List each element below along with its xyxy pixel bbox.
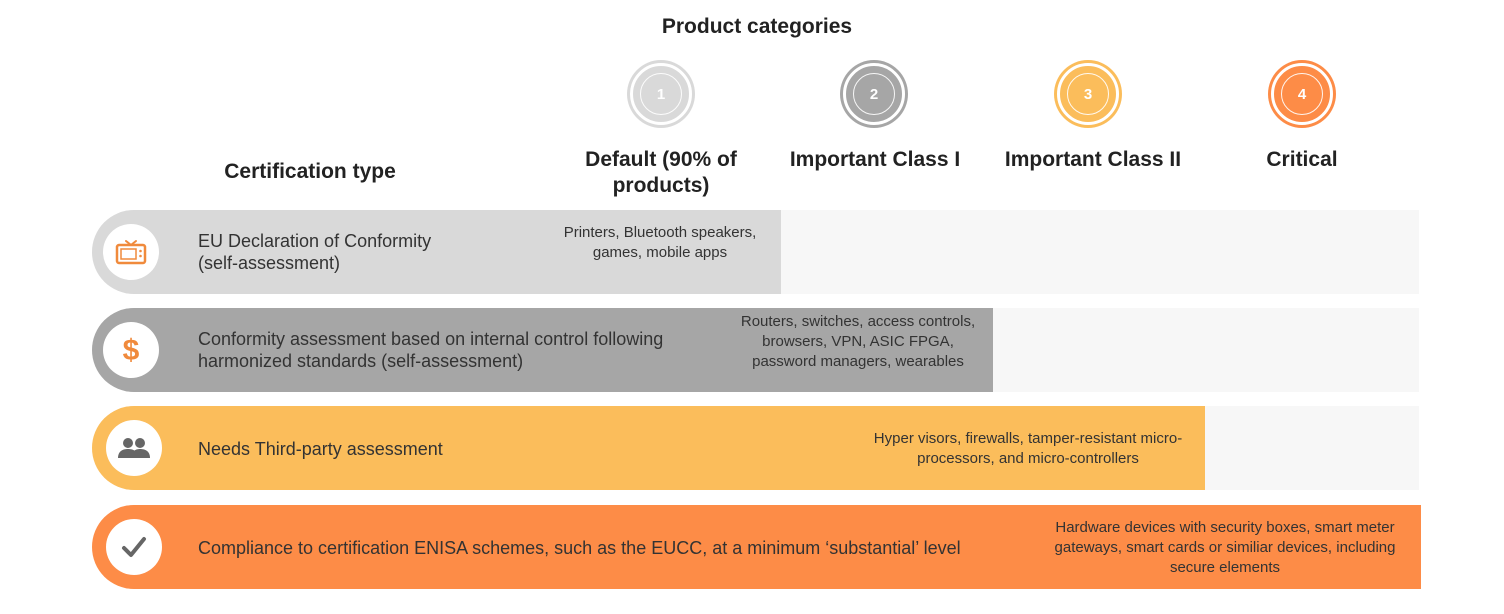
row-label-eu-declaration: EU Declaration of Conformity (self-asses…: [198, 231, 432, 273]
row-label-third-party: Needs Third-party assessment: [198, 439, 443, 459]
category-label-important-class-1: Important Class I: [789, 148, 961, 171]
row-label-enisa-schemes: Compliance to certification ENISA scheme…: [198, 538, 961, 558]
category-number: 2: [853, 73, 895, 115]
certification-type-header: Certification type: [224, 160, 396, 183]
row-bar-important-class-2: [92, 406, 1205, 490]
svg-text:$: $: [123, 334, 140, 367]
category-label-important-class-2: Important Class II: [1004, 148, 1182, 171]
category-badge-1: 1: [630, 63, 692, 125]
diagram-title: Product categories: [661, 15, 853, 38]
row-examples-important-class-2: Hyper visors, firewalls, tamper-resistan…: [873, 430, 1183, 467]
row-bar-important-class-1: [92, 308, 993, 392]
row-examples-critical: Hardware devices with security boxes, sm…: [1054, 519, 1396, 576]
category-badge-3: 3: [1057, 63, 1119, 125]
row-bar-default: [92, 210, 781, 294]
category-badge-4: 4: [1271, 63, 1333, 125]
category-number: 1: [640, 73, 682, 115]
category-badge-2: 2: [843, 63, 905, 125]
checkmark-icon: [122, 537, 146, 557]
row-bar-critical: [92, 505, 1421, 589]
people-icon: [118, 438, 150, 458]
row-icon-circle: $: [103, 322, 159, 378]
category-number: 4: [1281, 73, 1323, 115]
category-label-default: Default (90% of products): [585, 148, 737, 197]
row-examples-important-class-1: Routers, switches, access controls, brow…: [740, 313, 976, 370]
row-icon-circle: [103, 224, 159, 280]
row-label-internal-control: Conformity assessment based on internal …: [198, 329, 664, 371]
row-icon-circle: [106, 519, 162, 575]
category-number: 3: [1067, 73, 1109, 115]
category-label-critical: Critical: [1266, 148, 1338, 171]
dollar-icon: $: [123, 334, 140, 367]
tv-icon: [115, 240, 147, 265]
row-icon-circle: [106, 420, 162, 476]
row-examples-default: Printers, Bluetooth speakers, games, mob…: [563, 224, 757, 261]
